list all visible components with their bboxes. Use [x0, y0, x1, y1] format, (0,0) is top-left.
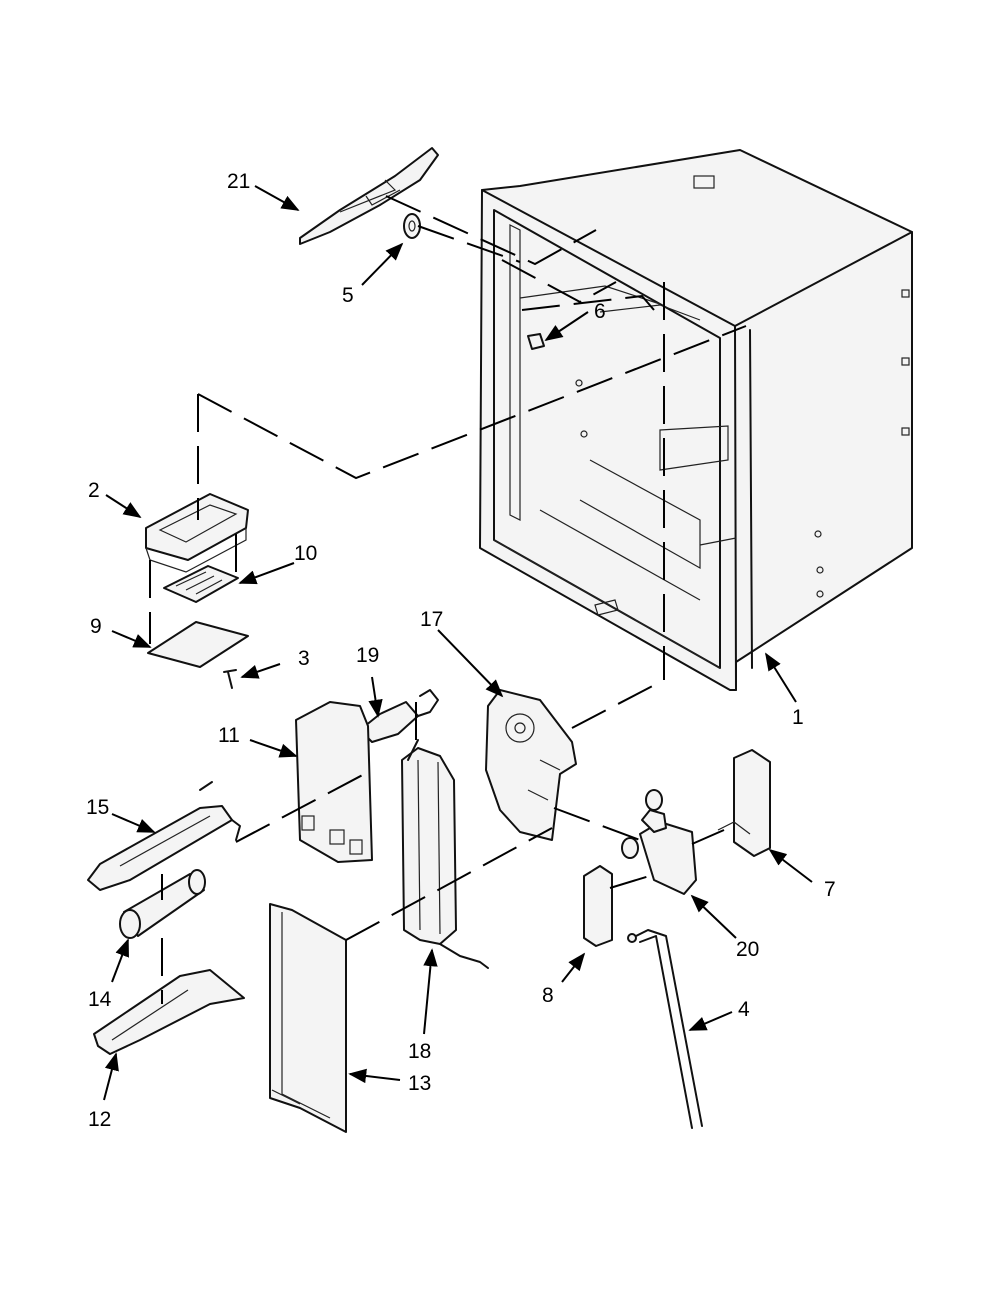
part-12-filter-cover[interactable]	[93, 969, 245, 1055]
part-10-filter-pad[interactable]	[163, 565, 239, 603]
callout-21: 21	[227, 170, 250, 193]
callout-7: 7	[824, 878, 836, 901]
part-13-trim-panel[interactable]	[269, 903, 347, 1133]
callout-17: 17	[420, 608, 443, 631]
callout-4: 4	[738, 998, 750, 1021]
callout-labels: 21 5 6 2 10 9 3 19 17 1 11 15 7 20 14 8 …	[86, 170, 836, 1131]
part-15-filter-head[interactable]	[87, 781, 241, 891]
callout-20: 20	[736, 938, 759, 961]
callout-2: 2	[88, 479, 100, 502]
part-19-sensor[interactable]	[359, 689, 439, 743]
callout-6: 6	[594, 300, 606, 323]
callout-12: 12	[88, 1108, 111, 1131]
callout-19: 19	[356, 644, 379, 667]
callout-18: 18	[408, 1040, 431, 1063]
callout-5: 5	[342, 284, 354, 307]
callout-1: 1	[792, 706, 804, 729]
callout-15: 15	[86, 796, 109, 819]
part-7-valve-bracket[interactable]	[717, 749, 771, 857]
part-3-screw[interactable]	[223, 669, 237, 689]
part-21-top-channel[interactable]	[299, 147, 439, 245]
assembly-lines	[149, 195, 747, 1004]
callout-3: 3	[298, 647, 310, 670]
part-6-clip[interactable]	[527, 333, 545, 350]
part-20-water-valve[interactable]	[621, 789, 697, 895]
part-2-housing-frame[interactable]	[145, 493, 249, 573]
part-17-dispenser-actuator[interactable]	[485, 689, 577, 841]
part-18-heater-assembly[interactable]	[401, 739, 489, 969]
callout-11: 11	[218, 724, 240, 747]
part-4-water-tube[interactable]	[627, 929, 703, 1129]
callout-9: 9	[90, 615, 102, 638]
callout-8: 8	[542, 984, 554, 1007]
part-8-clip-bracket[interactable]	[583, 865, 613, 947]
callout-13: 13	[408, 1072, 431, 1095]
callout-14: 14	[88, 988, 112, 1011]
part-5-knob[interactable]	[403, 213, 421, 239]
part-9-cover-plate[interactable]	[147, 621, 249, 668]
part-1-freezer-liner[interactable]	[479, 149, 913, 691]
leader-arrows	[103, 185, 813, 1101]
part-11-bracket[interactable]	[295, 701, 373, 863]
part-14-filter-cartridge[interactable]	[119, 869, 206, 939]
callout-10: 10	[294, 542, 317, 565]
